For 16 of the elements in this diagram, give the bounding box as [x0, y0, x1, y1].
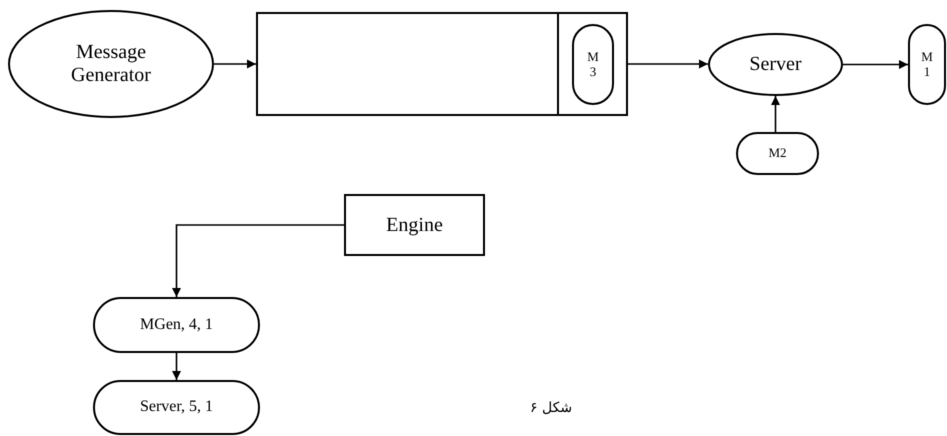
message-pill: M 3: [572, 24, 614, 105]
arrow: [628, 60, 708, 68]
message-pill: M2: [736, 132, 819, 175]
arrow: [771, 96, 780, 132]
ellipse-node: Server: [708, 33, 843, 96]
arrow: [172, 224, 344, 297]
arrow: [172, 353, 181, 380]
message-pill: M 1: [908, 24, 946, 105]
process-box: Engine: [344, 194, 485, 256]
arrow: [214, 60, 256, 68]
rounded-box: MGen, 4, 1: [93, 297, 260, 353]
ellipse-node: Message Generator: [8, 10, 214, 118]
caption: شکل ۶: [530, 400, 572, 416]
queue-box: [256, 12, 628, 116]
arrow: [843, 60, 908, 69]
rounded-box: Server, 5, 1: [93, 380, 260, 435]
